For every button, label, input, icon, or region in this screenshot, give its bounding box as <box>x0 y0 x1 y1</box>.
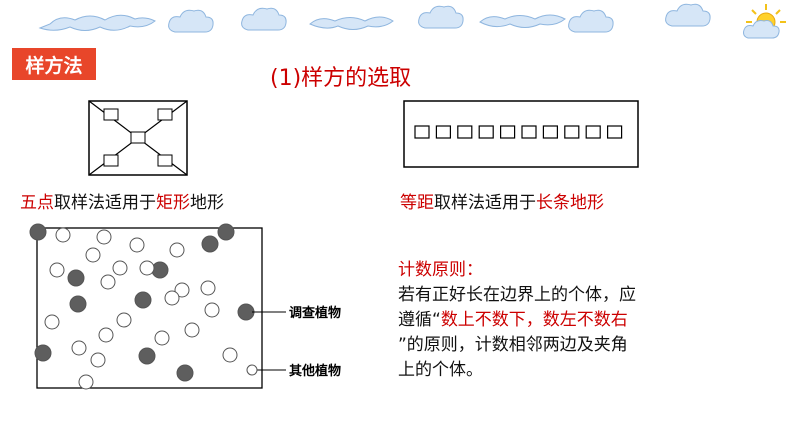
cloud-icon <box>168 9 214 33</box>
sample-square <box>414 125 430 139</box>
rule-line: ”的原则，计数相邻两边及夹角 <box>398 335 628 355</box>
sample-square <box>478 125 494 139</box>
other-plant <box>116 312 132 328</box>
other-plant <box>49 262 65 278</box>
other-plant <box>55 227 71 243</box>
other-plant <box>129 237 145 253</box>
sample-square <box>103 154 119 167</box>
other-plant <box>200 280 216 296</box>
counting-rule: 计数原则： 若有正好长在边界上的个体，应 遵循“数上不数下，数左不数右 ”的原则… <box>398 258 698 383</box>
other-plant <box>164 290 180 306</box>
caption-highlight: 长条地形 <box>536 193 604 213</box>
caption-text: 地形 <box>190 193 224 213</box>
target-plant <box>29 223 47 241</box>
other-plant <box>85 247 101 263</box>
legend-other-plant-icon <box>246 364 258 376</box>
other-plant <box>169 242 185 258</box>
five-point-caption: 五点取样法适用于矩形地形 <box>20 188 224 213</box>
other-plant <box>71 340 87 356</box>
caption-text: 取样法适用于 <box>434 193 536 213</box>
wave-cloud-icon <box>479 14 566 28</box>
sample-square <box>130 131 146 144</box>
other-plant <box>204 302 220 318</box>
target-plant <box>34 344 52 362</box>
page-title: (1)样方的选取 <box>270 66 412 91</box>
equidistant-diagram <box>403 100 639 168</box>
legend-other-label: 其他植物 <box>289 363 341 379</box>
cloud-icon <box>241 7 287 31</box>
cloud-header-decoration <box>38 3 786 39</box>
other-plant <box>154 330 170 346</box>
other-plant <box>222 347 238 363</box>
sample-square <box>157 108 173 121</box>
rule-line: 若有正好长在边界上的个体，应 <box>398 285 636 305</box>
five-point-diagram <box>88 100 188 176</box>
quadrat-plot: 调查植物 其他植物 <box>29 223 341 390</box>
sample-square <box>499 125 516 139</box>
sample-square <box>564 125 580 139</box>
other-plant <box>98 327 114 343</box>
target-plant <box>237 303 255 321</box>
cloud-icon <box>568 9 614 33</box>
sun-icon <box>743 4 786 39</box>
sample-square <box>607 125 623 139</box>
sample-square <box>585 125 601 139</box>
cloud-icon <box>418 5 464 29</box>
sample-square <box>542 125 558 139</box>
cloud-icon <box>665 3 711 27</box>
rule-text: 遵循“ <box>398 310 441 330</box>
target-plant <box>201 235 219 253</box>
sample-square <box>521 125 537 139</box>
other-plant <box>112 260 128 276</box>
other-plant <box>139 260 155 276</box>
other-plant <box>96 229 112 245</box>
rule-line: 遵循“数上不数下，数左不数右 <box>398 308 698 333</box>
wave-cloud-icon <box>309 16 394 30</box>
other-plant <box>184 322 200 338</box>
section-tag: 样方法 <box>12 48 96 80</box>
target-plant <box>217 223 235 241</box>
target-plant <box>134 291 152 309</box>
caption-highlight: 矩形 <box>156 193 190 213</box>
other-plant <box>90 352 106 368</box>
rule-line: 上的个体。 <box>398 360 483 380</box>
legend-target-label: 调查植物 <box>289 305 341 321</box>
rule-highlight: 数上不数下，数左不数右 <box>440 310 628 330</box>
sample-square <box>457 125 473 139</box>
other-plant <box>78 374 94 390</box>
target-plant <box>176 364 194 382</box>
sample-square <box>103 108 119 121</box>
sample-square <box>435 125 452 139</box>
caption-text: 取样法适用于 <box>54 193 156 213</box>
other-plant <box>100 274 116 290</box>
rule-heading: 计数原则： <box>398 260 483 280</box>
equidistant-caption: 等距取样法适用于长条地形 <box>400 188 604 213</box>
caption-highlight: 等距 <box>400 193 434 213</box>
target-plant <box>67 269 85 287</box>
wave-cloud-icon <box>38 14 156 31</box>
target-plant <box>151 261 169 279</box>
target-plant <box>138 347 156 365</box>
target-plant <box>69 295 87 313</box>
sample-square <box>157 154 173 167</box>
other-plant <box>44 314 60 330</box>
caption-highlight: 五点 <box>20 193 54 213</box>
other-plant <box>174 282 190 298</box>
